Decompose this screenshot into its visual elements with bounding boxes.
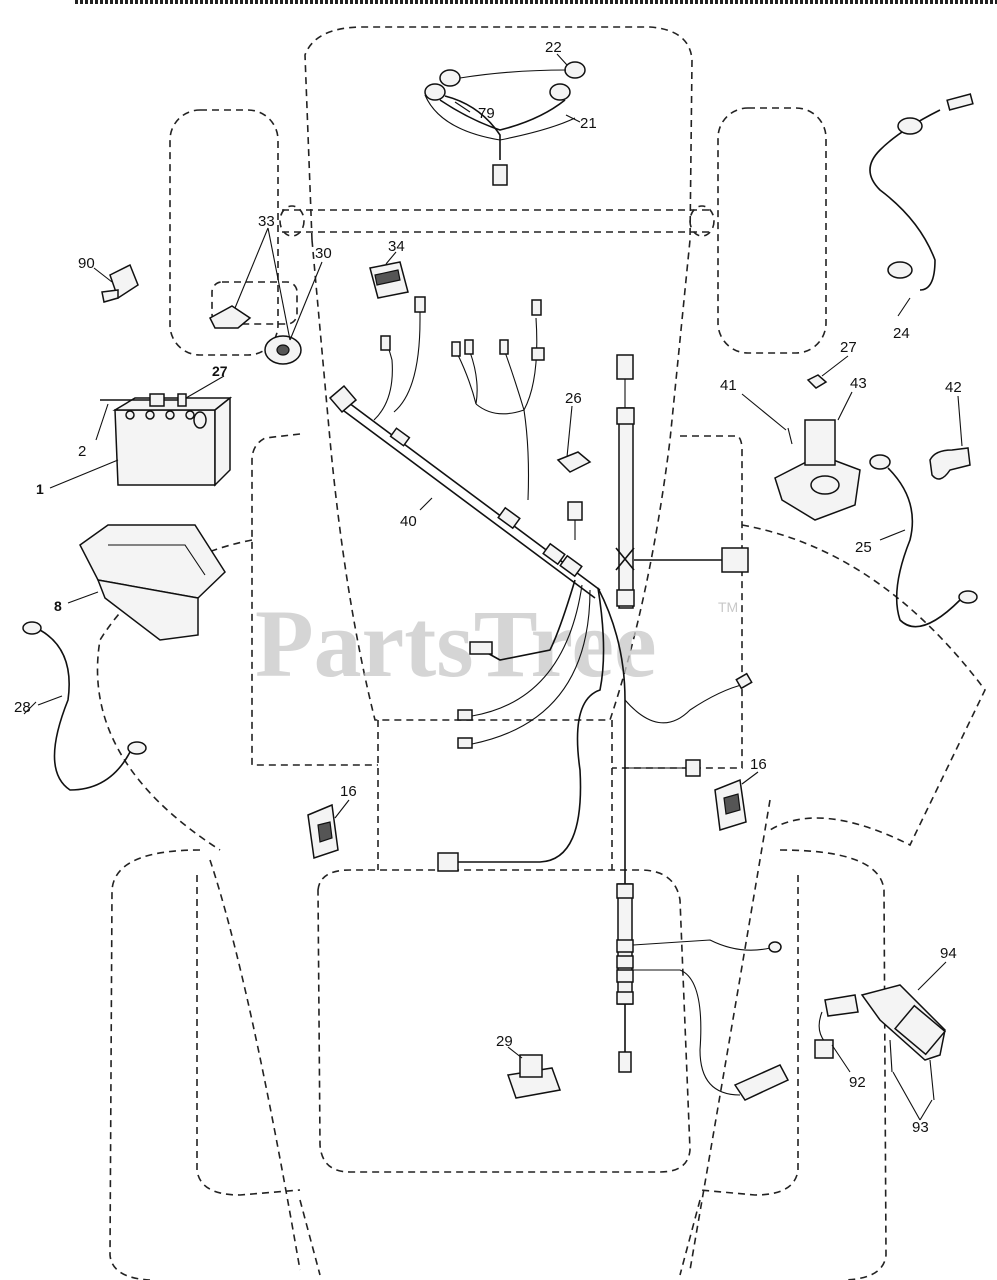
part-1-battery	[112, 396, 233, 487]
callout-24: 24	[893, 325, 910, 342]
callout-34: 34	[388, 238, 405, 255]
part-16-left-switch	[307, 803, 339, 859]
part-2-battery-cable	[100, 393, 187, 407]
part-8-battery-tray	[79, 524, 226, 641]
part-16-right-switch	[714, 778, 747, 831]
callout-27-solenoid: 27	[840, 339, 857, 356]
callout-41: 41	[720, 377, 737, 394]
callout-90: 90	[78, 255, 95, 272]
callout-22: 22	[545, 39, 562, 56]
callout-8: 8	[54, 598, 62, 614]
part-26-fuse	[556, 451, 592, 473]
callout-2: 2	[78, 443, 86, 460]
callout-33: 33	[258, 213, 275, 230]
callout-26: 26	[565, 390, 582, 407]
callout-42: 42	[945, 379, 962, 396]
callout-79: 79	[478, 105, 495, 122]
callout-30: 30	[315, 245, 332, 262]
callout-94: 94	[940, 945, 957, 962]
part-34-switch	[369, 261, 409, 299]
headlight-harness	[424, 61, 586, 186]
callout-21: 21	[580, 115, 597, 132]
part-90-relay	[101, 263, 139, 303]
callout-16-right: 16	[750, 756, 767, 773]
part-93-screws	[889, 1039, 935, 1101]
part-33-bracket	[209, 305, 252, 329]
callout-1: 1	[36, 481, 44, 497]
part-24-cable	[869, 93, 974, 291]
callout-92: 92	[849, 1074, 866, 1091]
part-92-connector	[814, 994, 859, 1059]
part-43-solenoid	[774, 419, 861, 521]
callout-40: 40	[400, 513, 417, 530]
main-wire-harness	[328, 296, 790, 1101]
tractor-outline	[96, 26, 986, 1280]
callout-labels: 22 79 21 90 33 30 34 27 2 1 8 28 26 40 2…	[14, 39, 962, 1136]
part-42-boot	[929, 447, 971, 480]
watermark-tm: TM	[718, 599, 738, 615]
part-41-screw	[787, 427, 793, 445]
callout-28: 28	[14, 699, 31, 716]
callout-25: 25	[855, 539, 872, 556]
part-27-nut	[806, 374, 828, 389]
callout-27-battery: 27	[212, 363, 228, 379]
callout-29: 29	[496, 1033, 513, 1050]
part-25-cable	[869, 454, 978, 628]
part-30-ignition-switch	[264, 335, 302, 365]
callout-43: 43	[850, 375, 867, 392]
part-29-seat-switch	[506, 1054, 562, 1099]
callout-16-left: 16	[340, 783, 357, 800]
part-28-ground-cable	[22, 621, 147, 791]
callout-93: 93	[912, 1119, 929, 1136]
watermark-text: PartsTree	[255, 590, 657, 697]
part-94-module	[860, 984, 947, 1061]
leader-lines	[23, 53, 963, 1121]
